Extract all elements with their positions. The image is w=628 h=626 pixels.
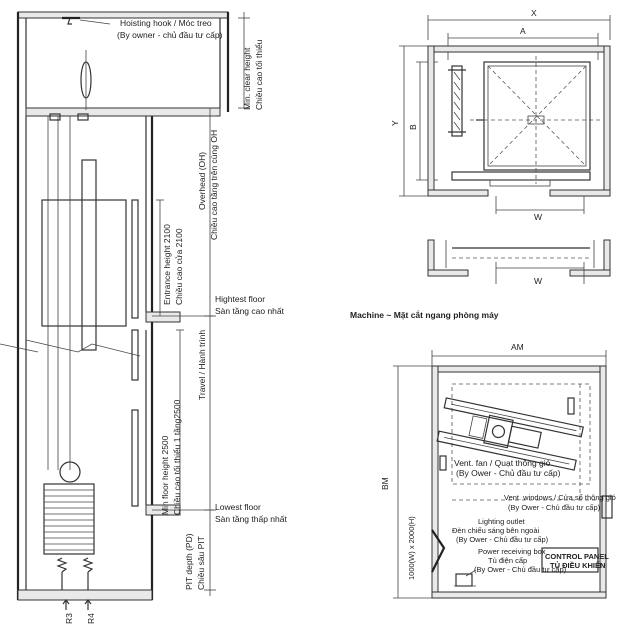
plan-dim-y: Y xyxy=(390,120,400,126)
power-box-vn: Tủ điện cấp xyxy=(488,556,527,565)
highest-floor-label: Hightest floor xyxy=(215,294,265,304)
hoisting-hook-sub: (By owner - chủ đầu tư cấp) xyxy=(117,30,223,40)
plan-dim-b: B xyxy=(408,124,418,130)
machine-room-door xyxy=(431,529,446,573)
min-clear-height-vn: Chiều cao tối thiểu xyxy=(254,39,264,110)
entrance-door-top xyxy=(131,199,139,319)
plan-door-sill xyxy=(451,171,591,181)
control-panel-label: CONTROL PANEL xyxy=(545,552,609,561)
elevator-car xyxy=(41,199,127,327)
door-size-label: 1000(W) x 2000(H) xyxy=(407,516,416,580)
min-floor-height-vn: Chiều cao tối thiểu 1 tầng2500 xyxy=(172,399,182,515)
pit-depth-vn: Chiều sâu PIT xyxy=(196,536,206,590)
lowest-floor-vn: Sàn tầng thấp nhất xyxy=(215,514,287,524)
reaction-r3-label: R3 xyxy=(64,613,74,624)
highest-floor-slab xyxy=(145,311,181,323)
machine-dim-bm: BM xyxy=(380,477,390,490)
plan-wall-top xyxy=(427,45,611,53)
power-receiving-box xyxy=(455,573,473,587)
overhead-label: Overhead (OH) xyxy=(197,152,207,210)
entrance-door-bottom xyxy=(131,409,139,507)
lighting-outlet-label: Lighting outlet xyxy=(478,517,526,526)
mr-wall-bottom xyxy=(431,591,607,599)
plan-wall-right xyxy=(603,45,611,197)
lowest-floor-label: Lowest floor xyxy=(215,502,261,512)
traction-machine xyxy=(436,397,584,471)
mr-wall-top xyxy=(431,365,607,373)
buffer-spring-right xyxy=(82,557,94,590)
machine-room-plan xyxy=(393,350,613,599)
machine-dim-am: AM xyxy=(511,342,524,352)
entrance-height-vn: Chiều cao cửa 2100 xyxy=(174,228,184,305)
counterweight xyxy=(43,483,95,555)
plan-dim-a: A xyxy=(520,26,526,36)
control-panel-box xyxy=(541,547,599,573)
plan-dim-x: X xyxy=(531,8,537,18)
vent-fan-sub: (By Ower - Chủ đầu tư cấp) xyxy=(456,468,561,478)
pit-floor xyxy=(17,589,153,601)
travel-label: Travel / Hành trình xyxy=(197,330,207,400)
pit-depth-label: PIT depth (PD) xyxy=(184,533,194,590)
plan-counterweight xyxy=(451,65,463,137)
vent-windows-label: Vent. windows / Cửa sổ thông gió xyxy=(504,493,616,502)
hoisting-hook-label: Hoisting hook / Móc treo xyxy=(120,18,212,28)
highest-floor-vn: Sàn tầng cao nhất xyxy=(215,306,285,316)
lighting-outlet-fixture xyxy=(439,455,447,471)
counterweight-pulley xyxy=(59,461,81,483)
overhead-vn: Chiều cao tầng trên cùng OH xyxy=(209,130,219,240)
plan-car xyxy=(483,61,591,171)
reaction-r4-label: R4 xyxy=(86,613,96,624)
min-floor-height-label: Min floor height 2500 xyxy=(160,435,170,515)
buffer-spring-left xyxy=(56,557,68,590)
car-guide-rail xyxy=(81,159,97,351)
machine-title: Machine ~ Mặt cắt ngang phòng máy xyxy=(350,309,499,320)
entrance-height-label: Entrance height 2100 xyxy=(162,224,172,305)
shaft-plan xyxy=(399,15,611,284)
control-panel-vn: TỦ ĐIỀU KHIỂN xyxy=(550,560,605,570)
vent-fan-label: Vent. fan / Quạt thông gió xyxy=(454,458,551,468)
power-box-label: Power receiving box xyxy=(478,547,546,556)
plan-wall-left xyxy=(427,45,435,197)
plan-dim-w2: W xyxy=(534,276,542,286)
lighting-outlet-vn: Đèn chiếu sáng bên ngoài xyxy=(452,526,539,535)
plan-dim-w1: W xyxy=(534,212,542,222)
vent-window xyxy=(601,495,613,519)
lighting-outlet-sub: (By Ower - Chủ đầu tư cấp) xyxy=(456,535,549,544)
vent-windows-sub: (By Ower - Chủ đầu tư cấp) xyxy=(508,503,601,512)
min-clear-height-label: Min. clear height xyxy=(242,47,252,110)
power-box-sub: (By Ower - Chủ đầu tư cấp) xyxy=(474,565,567,574)
machine-room-floor xyxy=(25,107,221,117)
shaft-elevation xyxy=(0,11,250,610)
